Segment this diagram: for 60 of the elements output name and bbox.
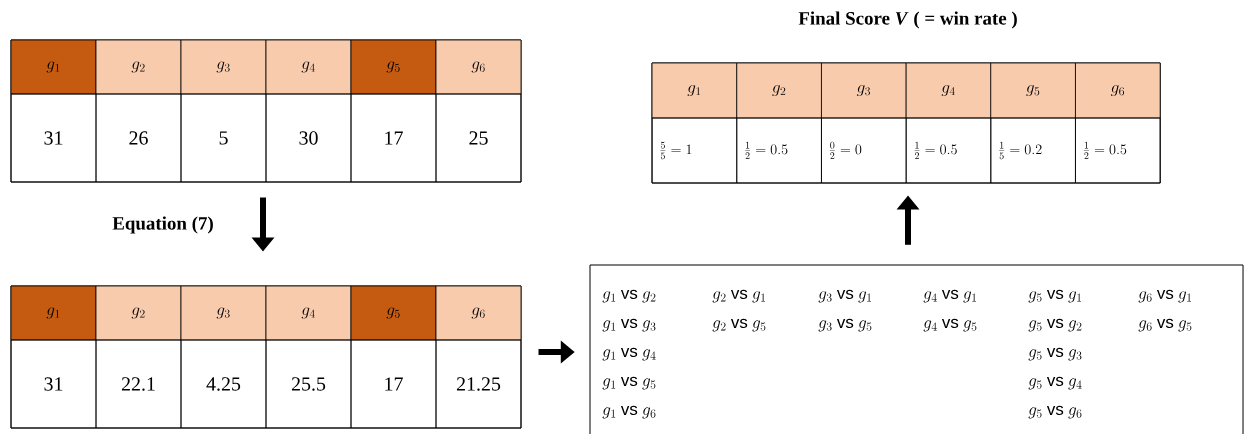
header-cell: $g_4$ xyxy=(905,62,992,119)
matchup-label: $g_1\ \textsf{vs}\ g_3$ xyxy=(602,318,656,332)
header-cell: $g_5$ xyxy=(350,285,437,341)
value-cell: 31 xyxy=(10,339,97,429)
matchup-label: $g_5\ \textsf{vs}\ g_2$ xyxy=(1028,318,1082,332)
table-title: Final Score V ( = win rate ) xyxy=(798,11,1017,29)
value-cell: 25 xyxy=(435,93,522,183)
matchup-label: $g_1\ \textsf{vs}\ g_2$ xyxy=(602,289,656,303)
header-cell: $g_2$ xyxy=(95,285,182,341)
value-cell: $\frac{1}{2} = 0.5$ xyxy=(736,117,822,184)
data-table xyxy=(651,11,1161,184)
header-cell: $g_1$ xyxy=(10,285,97,341)
matchup-label: $g_5\ \textsf{vs}\ g_4$ xyxy=(1028,376,1082,390)
header-cell: $g_3$ xyxy=(180,39,267,95)
header-cell: $g_2$ xyxy=(736,62,822,119)
value-cell: 17 xyxy=(350,339,437,429)
value-cell: 30 xyxy=(265,93,352,183)
value-cell: $\frac{0}{2} = 0$ xyxy=(821,117,907,184)
matchup-label: $g_1\ \textsf{vs}\ g_5$ xyxy=(602,376,656,390)
value-cell: 4.25 xyxy=(180,339,267,429)
matchup-label: $g_2\ \textsf{vs}\ g_1$ xyxy=(712,289,765,303)
data-table xyxy=(10,39,522,183)
matchup-box xyxy=(589,264,1244,434)
header-cell: $g_5$ xyxy=(350,39,437,95)
value-cell: 5 xyxy=(180,93,267,183)
matchup-label: $g_3\ \textsf{vs}\ g_1$ xyxy=(818,289,871,303)
matchup-label: $g_3\ \textsf{vs}\ g_5$ xyxy=(818,318,872,332)
value-cell: 25.5 xyxy=(265,339,352,429)
matchup-label: $g_5\ \textsf{vs}\ g_1$ xyxy=(1028,289,1081,303)
edge-label: Equation (7) xyxy=(111,215,215,235)
value-cell: $\frac{1}{2} = 0.5$ xyxy=(905,117,992,184)
header-cell: $g_3$ xyxy=(180,285,267,341)
data-table xyxy=(10,285,522,429)
header-cell: $g_6$ xyxy=(1075,62,1161,119)
header-cell: $g_1$ xyxy=(10,39,97,95)
matchup-label: $g_2\ \textsf{vs}\ g_5$ xyxy=(712,318,766,332)
header-cell: $g_5$ xyxy=(990,62,1076,119)
matchup-label: $g_4\ \textsf{vs}\ g_1$ xyxy=(923,289,976,303)
value-cell: 17 xyxy=(350,93,437,183)
value-cell: 31 xyxy=(10,93,97,183)
matchup-label: $g_6\ \textsf{vs}\ g_5$ xyxy=(1138,318,1192,332)
header-cell: $g_4$ xyxy=(265,39,352,95)
value-cell: $\frac{5}{5} = 1$ xyxy=(651,117,738,184)
matchup-label: $g_1\ \textsf{vs}\ g_4$ xyxy=(602,347,656,361)
matchup-label: $g_6\ \textsf{vs}\ g_1$ xyxy=(1138,289,1191,303)
value-cell: 26 xyxy=(95,93,182,183)
matchup-label: $g_5\ \textsf{vs}\ g_3$ xyxy=(1028,347,1082,361)
value-cell: 22.1 xyxy=(95,339,182,429)
header-cell: $g_2$ xyxy=(95,39,182,95)
header-cell: $g_4$ xyxy=(265,285,352,341)
matchup-label: $g_1\ \textsf{vs}\ g_6$ xyxy=(602,405,656,419)
header-cell: $g_6$ xyxy=(435,39,522,95)
header-cell: $g_1$ xyxy=(651,62,738,119)
matchup-label: $g_4\ \textsf{vs}\ g_5$ xyxy=(923,318,977,332)
value-cell: $\frac{1}{2} = 0.5$ xyxy=(1075,117,1161,184)
header-cell: $g_3$ xyxy=(821,62,907,119)
value-cell: 21.25 xyxy=(435,339,522,429)
matchup-label: $g_5\ \textsf{vs}\ g_6$ xyxy=(1028,405,1082,419)
value-cell: $\frac{1}{5} = 0.2$ xyxy=(990,117,1076,184)
header-cell: $g_6$ xyxy=(435,285,522,341)
